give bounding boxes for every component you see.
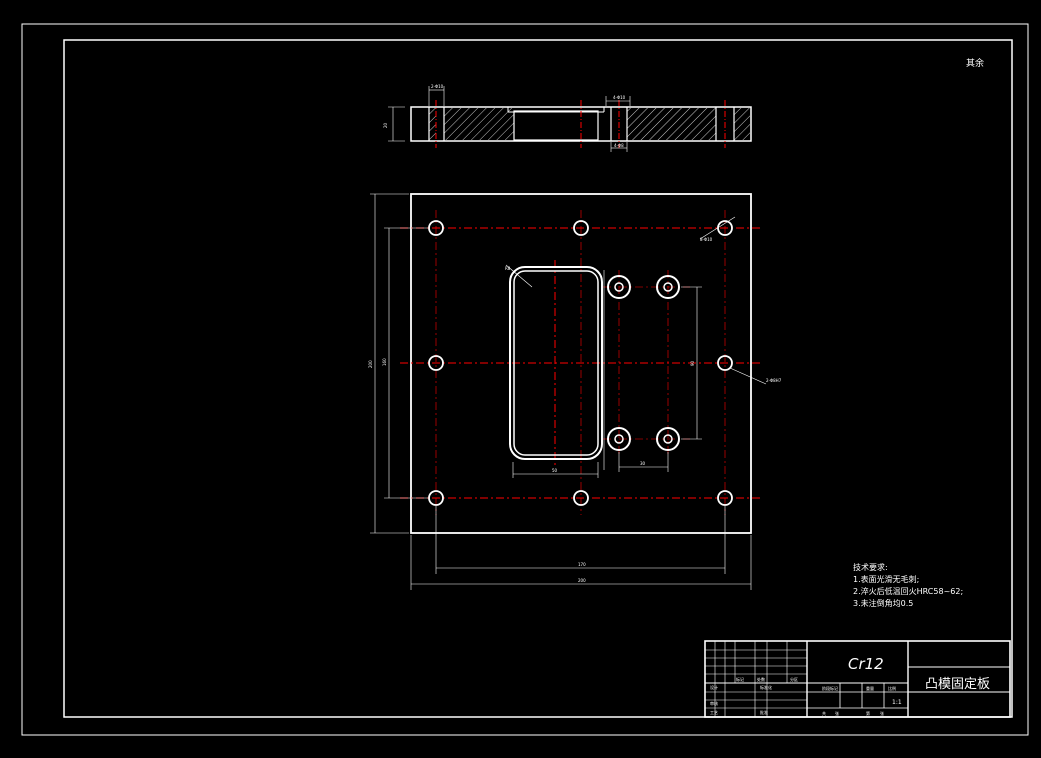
dim-window-radius: R8	[505, 266, 511, 271]
dim-window-width: 50	[552, 468, 558, 473]
tb-part-name: 凸模固定板	[925, 677, 990, 692]
tech-requirements: 技术要求: 1.表面光滑无毛刺; 2.淬火后低温回火HRC58~62; 3.未注…	[853, 562, 963, 610]
section-hatch-4	[734, 108, 750, 140]
tb-cell: 处数	[757, 676, 765, 682]
dim-section-counterbore-top: 4-Φ10	[613, 95, 626, 100]
label-corner-holes: 8-Φ10	[700, 237, 713, 242]
tb-cell: 共	[822, 710, 826, 716]
corner-holes	[428, 220, 733, 506]
title-block	[704, 640, 1011, 718]
tb-cell: 标记	[736, 676, 744, 682]
dim-small-hole-spacing-y: 90	[690, 360, 695, 366]
tb-cell: 工艺	[710, 710, 718, 715]
tech-item: 1.表面光滑无毛刺;	[853, 575, 920, 584]
dim-overall-width: 200	[578, 578, 586, 583]
dim-overall-height: 200	[368, 360, 373, 368]
screw-hole	[573, 220, 589, 236]
tb-material: Cr12	[848, 655, 884, 673]
tb-cell: 审核	[710, 700, 718, 706]
tb-cell: 设计	[710, 684, 718, 690]
counterbore-hole	[656, 427, 680, 451]
screw-hole	[573, 490, 589, 506]
dim-hole-spacing-y: 160	[382, 358, 387, 366]
dim-section-thickness: 20	[383, 122, 388, 128]
counterbore-hole	[607, 427, 631, 451]
label-right-holes: 2-Φ8H7	[766, 378, 782, 383]
dim-section-hole-top: 2-Φ10	[431, 84, 444, 89]
screw-hole	[428, 355, 444, 371]
tb-cell: 张	[880, 710, 884, 716]
dim-hole-spacing-x: 170	[578, 562, 586, 567]
inner-border	[63, 39, 1013, 718]
dim-small-hole-spacing-x: 30	[640, 461, 646, 466]
punch-window-inner	[513, 270, 599, 456]
outer-border	[21, 23, 1029, 736]
tech-item: 3.未注倒角均0.5	[853, 599, 914, 608]
tb-cell: 张	[835, 710, 839, 716]
tb-scale: 1:1	[892, 699, 902, 706]
counterbore-hole	[656, 275, 680, 299]
tb-cell: 批准	[760, 709, 768, 715]
counterbore-hole	[607, 275, 631, 299]
section-view: 20 2-Φ10 4-Φ10 4-Φ8	[383, 84, 752, 152]
section-window	[513, 110, 599, 141]
screw-hole	[428, 490, 444, 506]
tb-cell: 比例	[888, 685, 896, 691]
plan-view: 200 170 200 160 50 R8 30 90 8-Φ10	[368, 193, 782, 590]
tb-cell: 标准化	[760, 684, 772, 690]
dim-section-counterbore-bottom: 4-Φ8	[614, 143, 624, 148]
tb-cell: 第	[866, 710, 870, 716]
tech-item: 2.淬火后低温回火HRC58~62;	[853, 587, 964, 596]
section-hatch-2	[444, 108, 514, 140]
section-hatch-3	[627, 108, 716, 140]
punch-window	[509, 266, 603, 460]
screw-hole	[717, 355, 733, 371]
screw-hole	[717, 490, 733, 506]
tech-title: 技术要求:	[853, 563, 888, 572]
tb-cell: 分区	[790, 676, 798, 682]
corner-mark: 其余	[966, 57, 984, 69]
screw-hole	[428, 220, 444, 236]
section-hatch-1	[429, 108, 436, 140]
counterbore-holes	[607, 275, 680, 451]
tb-cell: 阶段标记	[822, 685, 838, 691]
tb-cell: 重量	[866, 685, 874, 691]
